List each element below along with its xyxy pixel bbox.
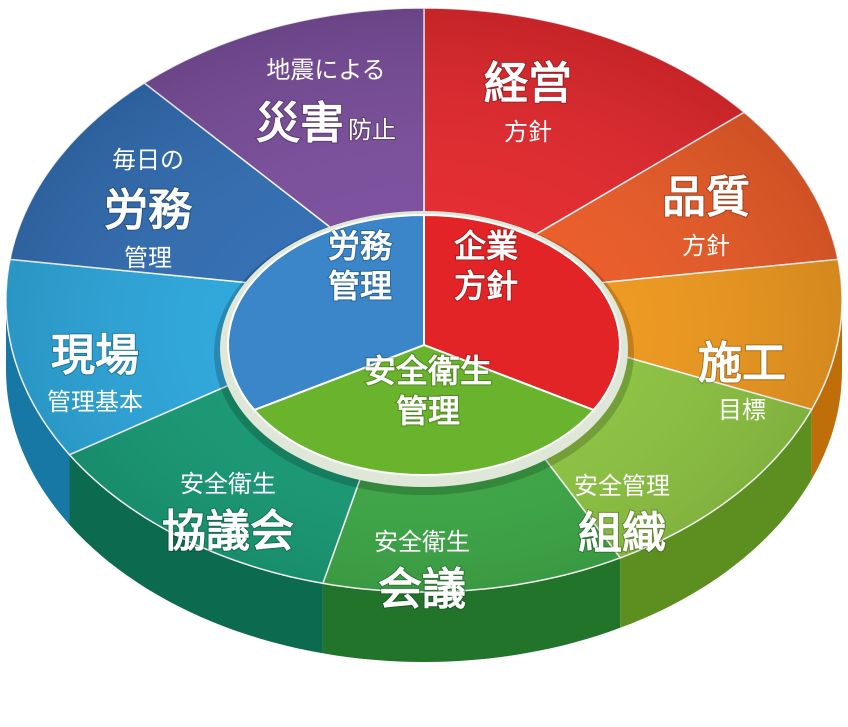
label-romu-main: 労務 [104, 185, 193, 236]
label-saigai-suffix: 防止 [348, 116, 396, 144]
hub [227, 213, 621, 477]
label-keiei-main: 経営 [484, 58, 572, 109]
label-saigai-sub: 地震による [266, 56, 385, 84]
label-hinshitsu-sub: 方針 [682, 232, 730, 260]
label-saigai-main: 災害防止 [256, 98, 396, 149]
side-kyogikai [69, 454, 323, 654]
label-soshiki-sub: 安全管理 [574, 472, 670, 500]
label-soshiki-main: 組織 [578, 508, 666, 559]
hub-label-inner-romu: 労務 [328, 227, 393, 265]
label-kaigi-main: 会議 [378, 564, 466, 615]
hub-segment-inner-romu [227, 213, 425, 412]
hub-segment-inner-anzen [252, 343, 596, 477]
label-kyogikai-main: 協議会 [162, 506, 294, 557]
label-kyogikai-sub: 安全衛生 [180, 470, 276, 498]
hub-label-inner-kigyo: 企業 [454, 227, 518, 265]
label-genba-main: 現場 [51, 330, 139, 381]
label-romu-sub: 毎日の [112, 146, 184, 174]
label-keiei-sub: 方針 [504, 118, 552, 146]
hub-segment-inner-kigyo [423, 213, 621, 412]
label-romu-sub: 管理 [124, 244, 172, 272]
side-soshiki [620, 409, 812, 628]
side-kaigi [322, 557, 621, 662]
disc-side [6, 300, 842, 662]
hub-label-inner-romu: 管理 [328, 267, 392, 305]
hub-label-inner-anzen: 安全衛生 [364, 352, 492, 390]
hub-label-inner-anzen: 管理 [396, 392, 460, 430]
side-seko [811, 300, 842, 480]
hub-label-inner-kigyo: 方針 [454, 267, 518, 305]
label-seko-main: 施工 [698, 338, 786, 389]
label-kaigi-sub: 安全衛生 [374, 528, 470, 556]
label-seko-sub: 目標 [718, 396, 766, 424]
label-genba-sub: 管理基本 [47, 388, 143, 416]
label-hinshitsu-main: 品質 [662, 172, 750, 223]
